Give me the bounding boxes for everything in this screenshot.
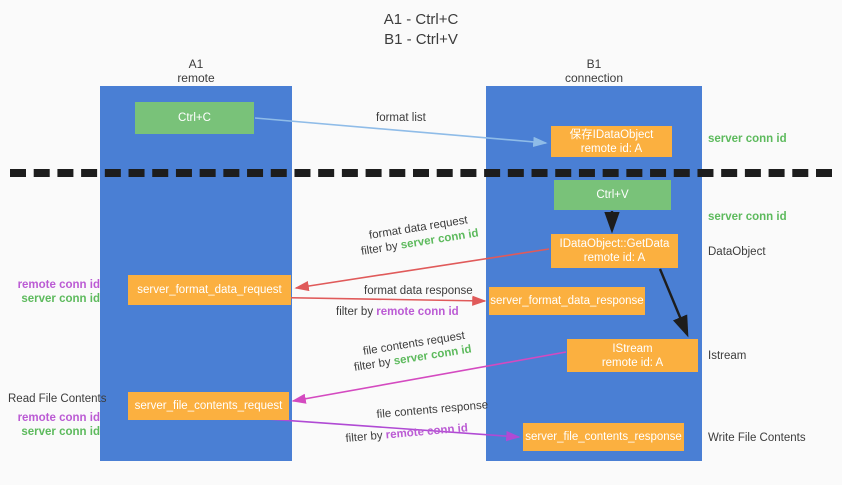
note-text: server conn id	[708, 211, 787, 223]
label-format-data-response: format data response	[364, 285, 473, 297]
label-format-list: format list	[376, 112, 426, 124]
label-file-contents-response: file contents response	[376, 399, 489, 421]
note-server-conn-id-top: server conn id	[708, 132, 787, 146]
note-text: server conn id	[708, 133, 787, 145]
filter-prefix: filter by	[353, 355, 395, 374]
note-remote-conn-id: remote conn id	[17, 412, 100, 424]
note-remote-conn-id: remote conn id	[17, 279, 100, 291]
box-server-file-contents-response[interactable]: server_file_contents_response	[523, 423, 684, 451]
label-file-contents-response-filter: filter by remote conn id	[345, 421, 469, 447]
filter-prefix: filter by	[336, 306, 377, 318]
page-title: A1 - Ctrl+C B1 - Ctrl+V	[383, 11, 459, 48]
note-dataobject: DataObject	[708, 246, 766, 258]
column-header-a1: A1 remote	[177, 57, 215, 85]
box-idataobject-getdata[interactable]: IDataObject::GetData remote id: A	[551, 234, 678, 268]
note-write-file-contents: Write File Contents	[708, 432, 806, 444]
box-istream[interactable]: IStream remote id: A	[567, 339, 698, 372]
box-save-idataobject[interactable]: 保存IDataObject remote id: A	[551, 126, 672, 157]
note-conn-ids-format: remote conn id server conn id	[8, 278, 100, 306]
label-format-data-response-filter: filter by remote conn id	[336, 305, 459, 320]
note-server-conn-id-mid: server conn id	[708, 210, 787, 224]
box-ctrl-v[interactable]: Ctrl+V	[554, 180, 671, 210]
box-server-format-data-request[interactable]: server_format_data_request	[128, 275, 291, 305]
column-header-b1: B1 connection	[564, 57, 624, 85]
box-ctrl-c[interactable]: Ctrl+C	[135, 102, 254, 134]
filter-prefix: filter by	[345, 429, 387, 445]
note-server-conn-id: server conn id	[21, 293, 100, 305]
filter-prefix: filter by	[360, 239, 402, 258]
note-conn-ids-file: remote conn id server conn id	[8, 411, 100, 439]
box-server-format-data-response[interactable]: server_format_data_response	[489, 287, 645, 315]
filter-value-remote-conn-id: remote conn id	[385, 422, 469, 442]
note-read-file-contents: Read File Contents	[8, 393, 107, 405]
filter-value-remote-conn-id: remote conn id	[376, 306, 459, 318]
note-istream: Istream	[708, 350, 747, 362]
divider-dashed-line	[10, 169, 832, 177]
note-server-conn-id: server conn id	[21, 426, 100, 438]
box-server-file-contents-request[interactable]: server_file_contents_request	[128, 392, 289, 420]
